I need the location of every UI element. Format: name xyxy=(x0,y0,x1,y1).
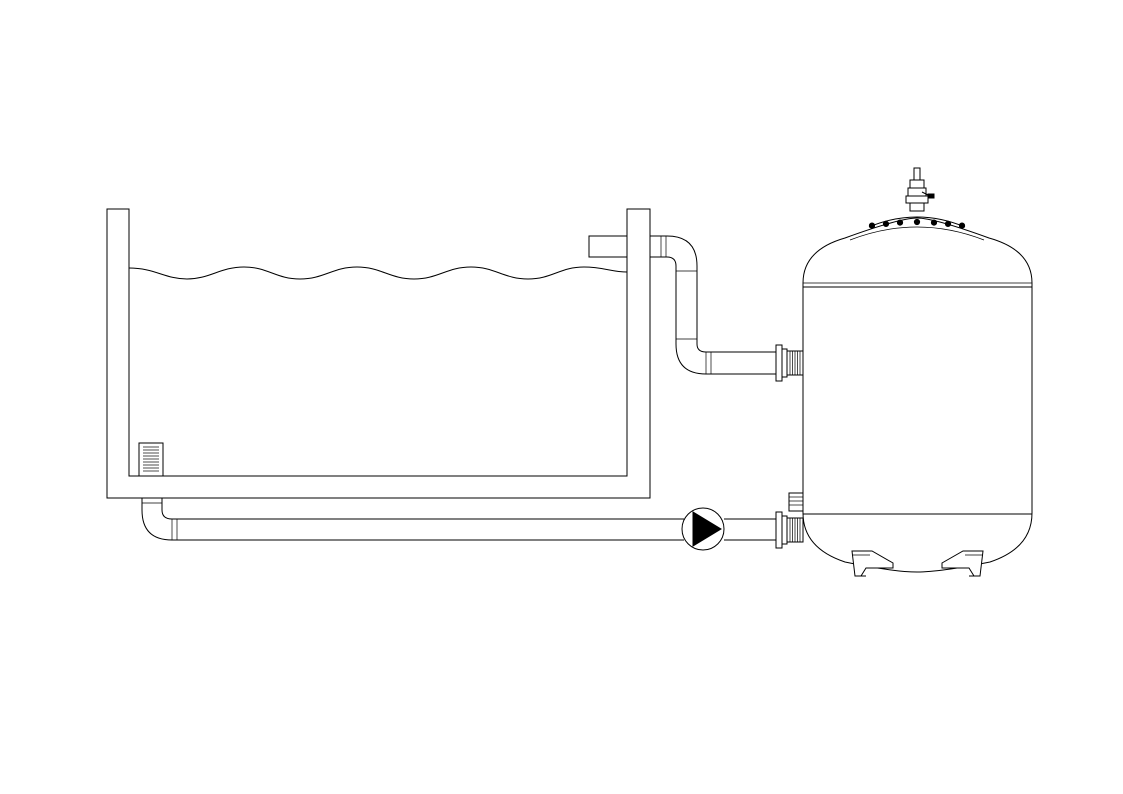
lid-bolt xyxy=(913,218,921,226)
return-inlet-nozzle xyxy=(588,235,628,258)
filter-support-legs xyxy=(851,550,984,577)
lid-bolt xyxy=(896,219,904,226)
circulation-pump xyxy=(681,507,725,551)
air-release-valve xyxy=(905,167,935,212)
water-surface xyxy=(128,266,628,280)
suction-pipe xyxy=(141,498,684,541)
pump-outlet-pipe xyxy=(724,511,804,549)
sand-filter-vessel xyxy=(788,216,1033,577)
pool-basin xyxy=(106,208,651,499)
lid-bolt xyxy=(882,220,890,227)
lid-bolt xyxy=(930,219,938,226)
lid-bolt xyxy=(944,220,952,227)
skimmer-inlet xyxy=(138,442,164,477)
lid-bolt xyxy=(868,222,876,229)
lid-bolt xyxy=(958,222,966,229)
return-pipe xyxy=(650,235,804,382)
